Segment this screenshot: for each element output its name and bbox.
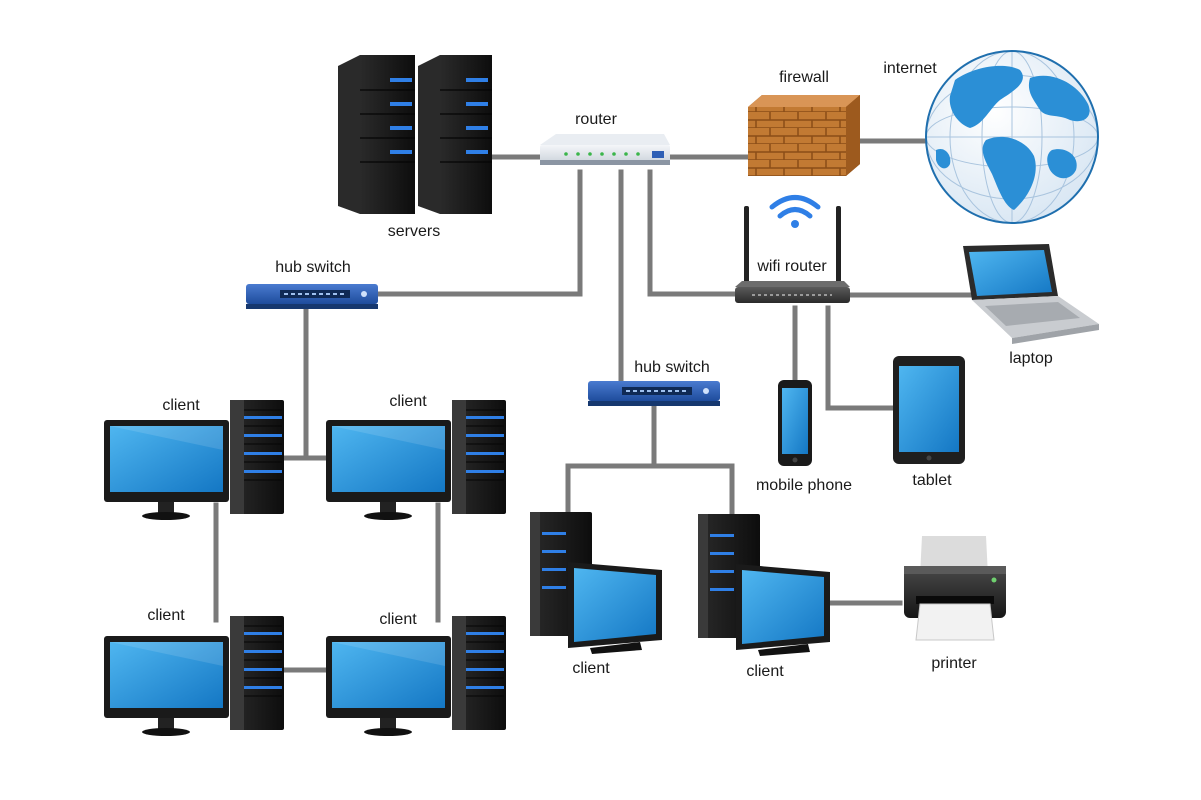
- wifi-signal-icon: [769, 195, 821, 228]
- cable-hubswitch-center-clients: [565, 401, 735, 515]
- client-1-node: client: [103, 397, 285, 521]
- client-3-label: client: [147, 607, 185, 624]
- internet-label: internet: [883, 60, 937, 77]
- client-3-node: client: [103, 607, 285, 737]
- wifi-router-icon: [735, 206, 850, 303]
- printer-node: printer: [904, 536, 1006, 672]
- laptop-icon: [963, 244, 1099, 344]
- firewall-icon: [748, 95, 860, 176]
- client-2-label: client: [389, 393, 427, 410]
- client-1-label: client: [162, 397, 200, 414]
- cable-wifirouter-tablet: [825, 305, 896, 411]
- tablet-icon: [893, 356, 965, 464]
- cable-router-wifirouter: [647, 169, 738, 297]
- firewall-label: firewall: [779, 69, 829, 86]
- cable-router-hubswitch-left: [377, 169, 583, 297]
- printer-icon: [904, 536, 1006, 641]
- server-rack-icon: [338, 55, 492, 214]
- client-4-label: client: [379, 611, 417, 628]
- wifi-router-node: wifi router: [735, 195, 850, 303]
- hub-switch-left-label: hub switch: [275, 259, 351, 276]
- network-cables: [213, 138, 975, 673]
- globe-icon: [925, 50, 1099, 224]
- hub-switch-center-label: hub switch: [634, 359, 710, 376]
- desktop-computer-icon: [103, 615, 285, 737]
- servers-node: servers: [338, 55, 492, 240]
- router-icon: [540, 134, 670, 165]
- desktop-computer-icon: [103, 399, 285, 521]
- firewall-node: firewall: [748, 69, 860, 176]
- servers-label: servers: [388, 223, 440, 240]
- desktop-computer-icon: [325, 615, 507, 737]
- desktop-computer-icon: [698, 514, 830, 656]
- client-6-node: client: [698, 514, 830, 680]
- hub-switch-center-node: hub switch: [587, 359, 721, 407]
- network-switch-icon: [587, 380, 721, 407]
- client-5-label: client: [572, 660, 610, 677]
- client-2-node: client: [325, 393, 507, 521]
- router-node: router: [540, 111, 670, 165]
- laptop-label: laptop: [1009, 350, 1053, 367]
- tablet-node: tablet: [893, 356, 965, 489]
- mobile-phone-node: mobile phone: [756, 380, 852, 494]
- smartphone-icon: [778, 380, 812, 466]
- desktop-computer-icon: [325, 399, 507, 521]
- client-5-node: client: [530, 512, 662, 677]
- printer-label: printer: [931, 655, 977, 672]
- hub-switch-left-node: hub switch: [245, 259, 379, 310]
- router-label: router: [575, 111, 617, 128]
- tablet-label: tablet: [912, 472, 952, 489]
- client-6-label: client: [746, 663, 784, 680]
- client-4-node: client: [325, 611, 507, 737]
- network-switch-icon: [245, 283, 379, 310]
- wifi-router-label: wifi router: [756, 258, 827, 275]
- desktop-computer-icon: [530, 512, 662, 654]
- mobile-phone-label: mobile phone: [756, 477, 852, 494]
- laptop-node: laptop: [963, 244, 1099, 367]
- internet-node: internet: [883, 50, 1099, 224]
